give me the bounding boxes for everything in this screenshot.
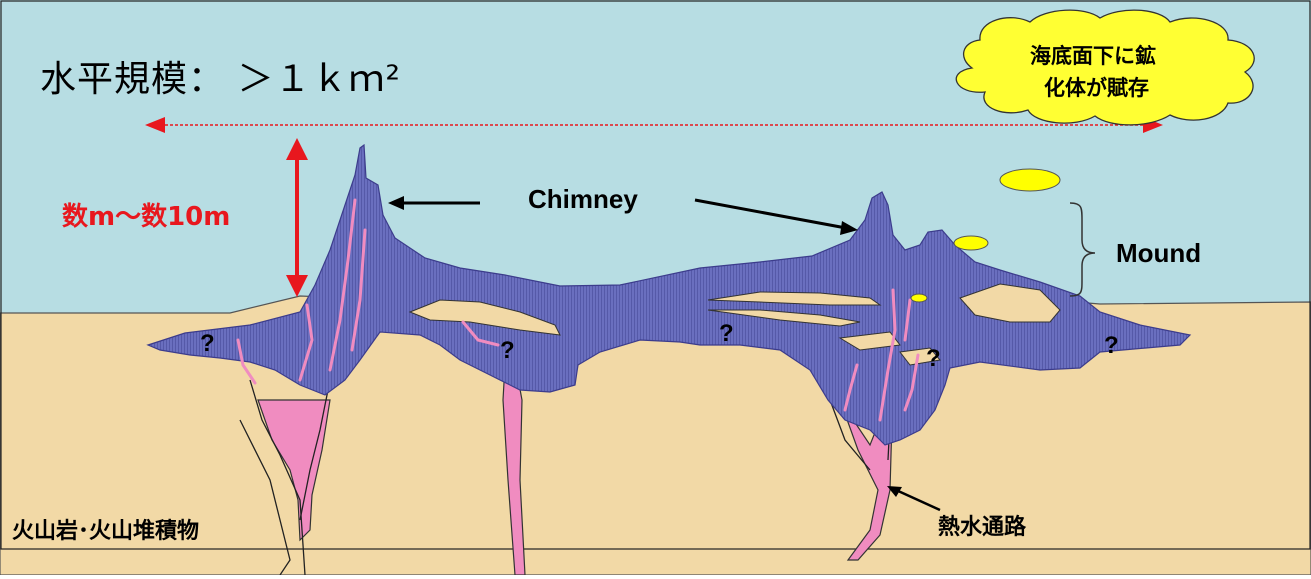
chimney-label: Chimney bbox=[528, 184, 638, 215]
horizontal-scale-title: 水平規模： ＞１ｋｍ² bbox=[40, 50, 401, 102]
hydrothermal-channel-label: 熱水通路 bbox=[938, 509, 1026, 541]
callout-line-1: 海底面下に鉱 bbox=[1030, 40, 1156, 70]
question-mark-2: ? bbox=[500, 337, 515, 365]
rock-label: 火山岩･火山堆積物 bbox=[12, 513, 199, 545]
question-mark-5: ? bbox=[1104, 332, 1119, 360]
question-mark-1: ? bbox=[200, 330, 215, 358]
question-mark-4: ? bbox=[926, 345, 941, 373]
vertical-scale-label: 数m～数10m bbox=[62, 196, 230, 233]
mound-label: Mound bbox=[1116, 238, 1201, 269]
callout-line-2: 化体が賦存 bbox=[1044, 72, 1149, 102]
question-mark-3: ? bbox=[719, 320, 734, 348]
